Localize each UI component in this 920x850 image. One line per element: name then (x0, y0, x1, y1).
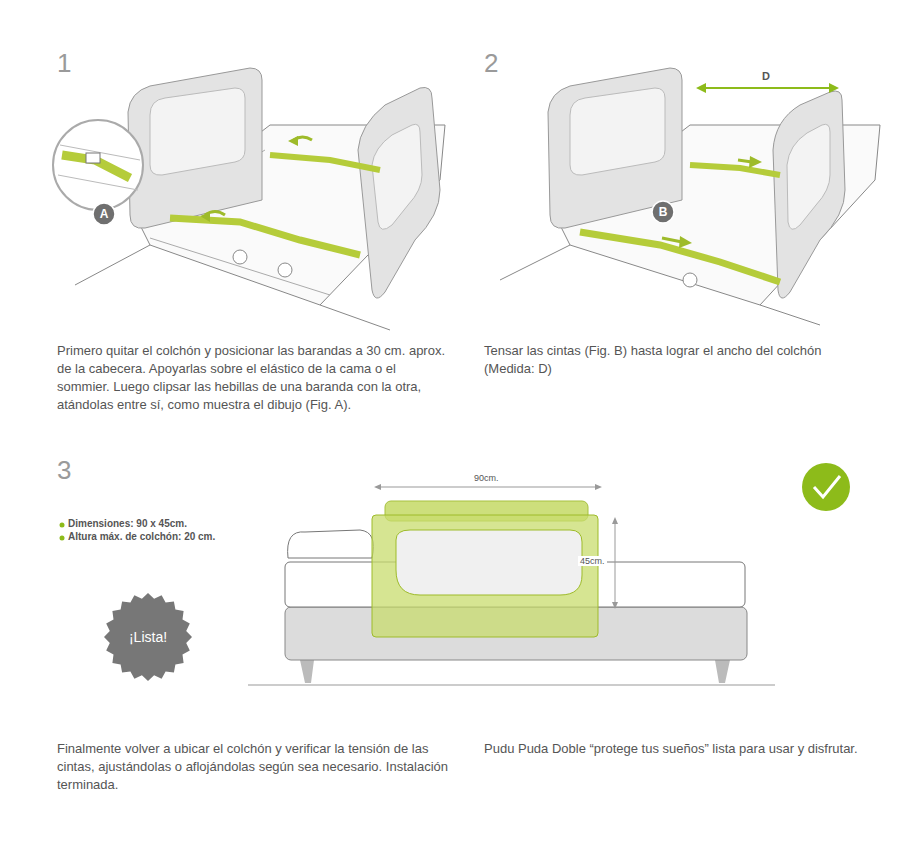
step-3-illustration (60, 463, 851, 685)
dimension-label: D (762, 70, 770, 82)
step-number: 3 (57, 455, 71, 486)
shape-fill (93, 203, 115, 225)
shape-fill (652, 201, 674, 223)
badge-text: A (100, 207, 109, 221)
callout-badge: B (651, 200, 675, 224)
instruction-text: Tensar las cintas (Fig. B) hasta lograr … (484, 342, 874, 378)
badge-text: ¡Lista! (129, 629, 167, 645)
callout-badge: A (92, 202, 116, 226)
shape-fill (104, 593, 192, 681)
instruction-text: Primero quitar el colchón y posicionar l… (57, 342, 452, 414)
closing-text: Pudu Puda Doble “protege tus sueños” lis… (484, 740, 874, 758)
badge-text: B (659, 205, 668, 219)
dimension-label: 45cm. (578, 556, 607, 566)
spec-item: Dimensiones: 90 x 45cm. (68, 518, 187, 529)
spec-item: Altura máx. de colchón: 20 cm. (68, 531, 215, 542)
step-number: 1 (57, 48, 71, 79)
dimension-label: 90cm. (472, 473, 501, 483)
instruction-text: Finalmente volver a ubicar el colchón y … (57, 740, 457, 794)
step-number: 2 (484, 48, 498, 79)
step-2-illustration (500, 68, 880, 325)
step-1-illustration (53, 68, 445, 330)
ready-starburst: ¡Lista! (103, 592, 193, 682)
